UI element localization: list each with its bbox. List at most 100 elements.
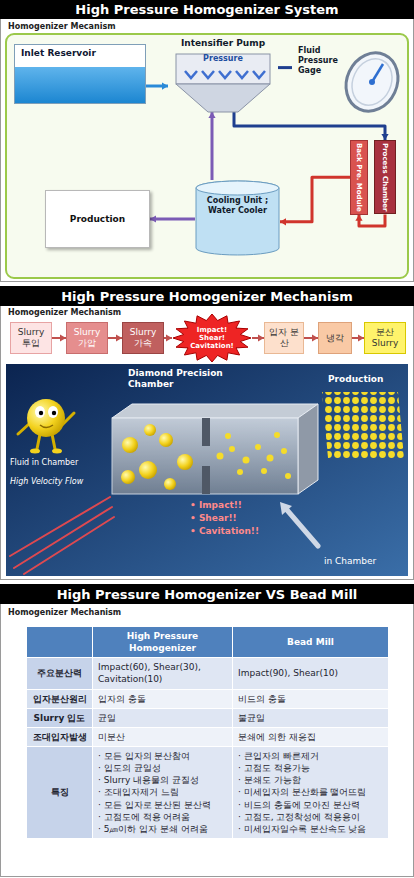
part-name: Production (328, 374, 408, 385)
node-label: 냉각 (326, 333, 344, 344)
connector-line (234, 112, 385, 140)
row-head-cell: 주요분산력 (27, 658, 93, 689)
header-cell (27, 627, 93, 658)
table-cell: 불균일 (233, 708, 389, 727)
table-cell: 입자의 충돌 (93, 689, 233, 708)
pipe-connector (280, 177, 350, 225)
node-label: Slurry 투입 (14, 327, 48, 349)
table-cell: 비드의 충돌 (233, 689, 389, 708)
pipe-connector (355, 214, 385, 226)
part-name: Fluid in Chamber (10, 458, 105, 468)
fluid-character-part (48, 406, 58, 418)
flow-arrow (164, 334, 172, 341)
node-label: Back Pre. Module (355, 143, 364, 212)
header-cell: Bead Mill (233, 627, 389, 658)
arrowhead (150, 215, 156, 222)
pipe-connector (150, 215, 195, 222)
arrowhead (208, 112, 215, 118)
table-text: · 분쇄도 가능함 (238, 774, 383, 786)
table-text: 비드의 충돌 (238, 693, 383, 705)
diamond-chamber-part (121, 470, 135, 484)
table-text: · 미세입자일수록 분산속도 낮음 (238, 823, 383, 835)
node-sublabel: Pressure (203, 54, 243, 64)
flow-streaks-part (24, 517, 114, 574)
pump-shape-part (236, 71, 248, 78)
flow-arrow (352, 334, 364, 341)
fluid-character-part (52, 434, 55, 449)
node-label: Impact! Shear! Cavitation! (190, 326, 234, 350)
flow-streaks-part (10, 497, 110, 556)
reservoir-tank: Inlet Reservoir (14, 44, 146, 104)
panel-subtitle: Homogenizer Mechanism (8, 608, 208, 618)
process-chamber: Process Chamber (374, 140, 396, 214)
table-row: Slurry 입도균일불균일 (27, 708, 389, 727)
connector-line (150, 218, 195, 221)
diamond-chamber-part (202, 466, 210, 494)
table-text: Impact(60), Shear(30), Cavitation(10) (98, 661, 227, 685)
pointer-arrow-part (280, 502, 292, 515)
cyl-shape-part (196, 181, 279, 195)
fluid-character-part (40, 425, 53, 428)
header-row: High Pressure Homogenizer Bead Mill (27, 627, 389, 658)
header-cell: High Pressure Homogenizer (93, 627, 233, 658)
table-cell: 균일 (93, 708, 233, 727)
diamond-chamber-part (217, 453, 224, 460)
node-label: 입자 분산 (268, 327, 300, 349)
connector-line (359, 214, 385, 226)
panel-title: High Pressure Homogenizer System (0, 2, 414, 18)
table-row: 주요분산력Impact(60), Shear(30), Cavitation(1… (27, 658, 389, 689)
node-label: Production (70, 214, 125, 225)
diamond-chamber-part (281, 448, 287, 454)
node-label: Slurry 가압 (70, 327, 104, 349)
panel-subtitle: Homogenizer Mecanism (8, 22, 208, 32)
table-cell: · 모든 입자의 분산참여· 입도의 균일성· Slurry 내용물의 균질성·… (93, 746, 233, 838)
fluid-character-part (18, 424, 29, 434)
production-box: Production (45, 190, 150, 248)
step-box: Slurry 투입 (10, 322, 52, 354)
flow-arrow (304, 334, 318, 341)
table-frame: High Pressure Homogenizer Bead Mill 주요분산력I… (26, 626, 388, 839)
arrowhead (162, 82, 168, 89)
cyl-shape (195, 180, 280, 256)
diamond-chamber-part (298, 404, 318, 494)
system-frame (6, 34, 408, 278)
table-text: · 큰입자의 빠른제거 (238, 750, 383, 762)
pointer-arrow-part (287, 510, 318, 546)
table-text: 균일 (98, 712, 227, 724)
table-cell: 미분산 (93, 727, 233, 746)
pump-shape (168, 38, 278, 112)
table-row: 입자분산원리입자의 충돌비드의 충돌 (27, 689, 389, 708)
table-row: 특징· 모든 입자의 분산참여· 입도의 균일성· Slurry 내용물의 균질… (27, 746, 389, 838)
table-text: · 고점도, 고정착성에 적용용이 (238, 811, 383, 823)
fluid-character-part (37, 434, 40, 449)
step-box: Slurry 가속 (122, 322, 164, 354)
diamond-chamber-part (285, 473, 291, 479)
cooling-unit: Cooling Unit ; Water Cooler (195, 180, 280, 256)
fluid-character-part (30, 449, 40, 454)
diamond-chamber-part (261, 468, 267, 474)
diamond-chamber-part (267, 455, 274, 462)
title-bar-part (0, 0, 414, 19)
pipe-connector (146, 82, 168, 89)
title-bar (0, 0, 414, 604)
table-cell: 분쇄에 의한 재응집 (233, 727, 389, 746)
table-text: Bead Mill (238, 636, 383, 648)
gage-shape (292, 44, 402, 118)
node-label: Process Chamber (381, 143, 390, 211)
title-bar-part (0, 584, 414, 604)
diamond-chamber-part (112, 404, 318, 418)
gage-shape-part (372, 64, 383, 82)
flow-arrow (108, 334, 122, 341)
diamond-chamber-part (229, 446, 235, 452)
node-label: Inlet Reservoir (21, 48, 96, 59)
fluid-character-part (39, 411, 43, 415)
gage-shape-part (369, 79, 375, 85)
connector-line (278, 66, 292, 69)
illustration-ground (6, 364, 408, 576)
arrowhead (355, 215, 362, 221)
diamond-chamber-part (112, 418, 298, 494)
table-cell: Impact(60), Shear(30), Cavitation(10) (93, 658, 233, 689)
table-text: · 고점도 적용가능 (238, 762, 383, 774)
diamond-chamber-part (243, 457, 250, 464)
